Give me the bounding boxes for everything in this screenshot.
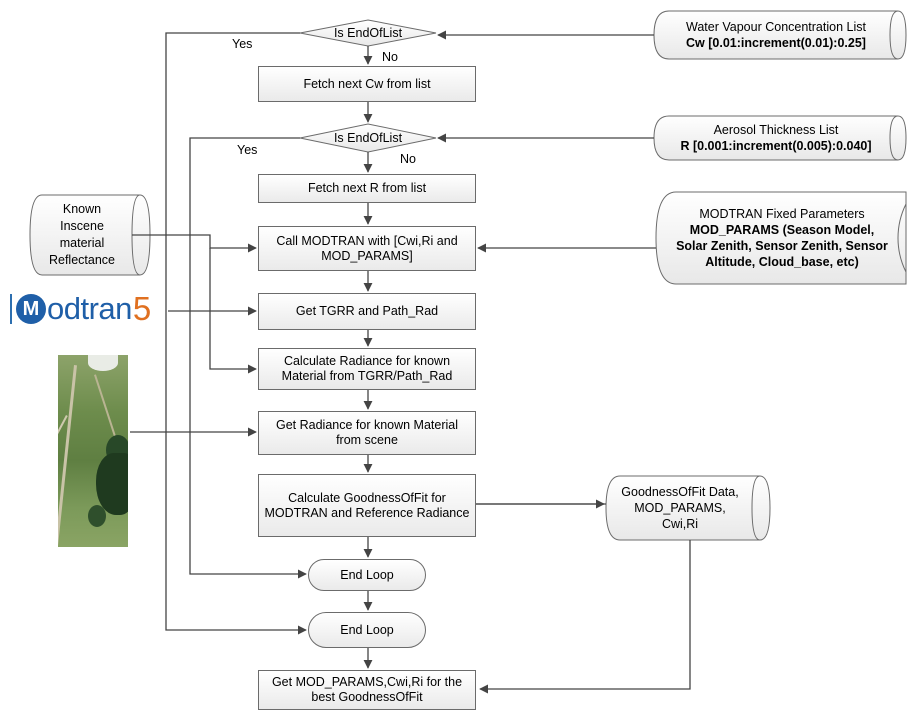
modtran-fixed-title: MODTRAN Fixed Parameters [699, 207, 865, 221]
goodness-data-line3: Cwi,Ri [661, 517, 699, 531]
water-vapour-value: Cw [0.01:increment(0.01):0.25] [686, 36, 866, 50]
water-vapour-store: Water Vapour Concentration List Cw [0.01… [660, 12, 892, 58]
end-loop-inner: End Loop [308, 559, 426, 591]
goodness-data-store: GoodnessOfFit Data, MOD_PARAMS, Cwi,Ri [608, 478, 752, 538]
calc-goodness-box: Calculate GoodnessOfFit for MODTRAN and … [258, 474, 476, 537]
logo-bar [10, 294, 12, 324]
known-material-line1: Known [62, 202, 102, 216]
known-material-line2: Inscene [60, 219, 104, 233]
connector-lines [130, 30, 691, 694]
calc-radiance-box: Calculate Radiance for known Material fr… [258, 348, 476, 390]
fetch-r-box: Fetch next R from list [258, 174, 476, 203]
goodness-data-line2: MOD_PARAMS, [634, 501, 726, 515]
modtran-fixed-line2: Solar Zenith, Sensor Zenith, Sensor [676, 239, 888, 253]
yes-label-2: Yes [237, 143, 258, 157]
yes-label-1: Yes [232, 37, 253, 51]
fetch-cw-box: Fetch next Cw from list [258, 66, 476, 102]
water-vapour-title: Water Vapour Concentration List [686, 20, 866, 34]
known-material-line4: Reflectance [48, 253, 115, 267]
get-best-box: Get MOD_PARAMS,Cwi,Ri for the best Goodn… [258, 670, 476, 710]
aerosol-store: Aerosol Thickness List R [0.001:incremen… [660, 117, 892, 159]
decision-2-label: Is EndOfList [333, 131, 403, 145]
modtran-fixed-store: MODTRAN Fixed Parameters MOD_PARAMS (Sea… [660, 194, 904, 282]
known-material-line3: material [59, 236, 105, 250]
no-label-2: No [400, 152, 416, 166]
logo-brand-text: odtran [47, 291, 132, 326]
modtran-fixed-line3: Altitude, Cloud_base, etc) [705, 255, 859, 269]
end-loop-outer: End Loop [308, 612, 426, 648]
aerosol-title: Aerosol Thickness List [713, 123, 839, 137]
logo-version: 5 [132, 290, 152, 327]
no-label-1: No [382, 50, 398, 64]
aerosol-value: R [0.001:increment(0.005):0.040] [680, 139, 872, 153]
decision-1-label: Is EndOfList [333, 26, 403, 40]
modtran-fixed-store-shape [655, 191, 907, 285]
get-radiance-scene-box: Get Radiance for known Material from sce… [258, 411, 476, 455]
known-material-store: Known Inscene material Reflectance [32, 197, 132, 273]
logo-m-icon: M [16, 294, 46, 324]
get-tgrr-box: Get TGRR and Path_Rad [258, 293, 476, 330]
aerial-scene-image [58, 355, 128, 547]
modtran-logo: M odtran 5 [10, 290, 180, 328]
call-modtran-box: Call MODTRAN with [Cwi,Ri and MOD_PARAMS… [258, 226, 476, 271]
modtran-fixed-line1: MOD_PARAMS (Season Model, [689, 223, 875, 237]
goodness-data-line1: GoodnessOfFit Data, [621, 485, 739, 499]
